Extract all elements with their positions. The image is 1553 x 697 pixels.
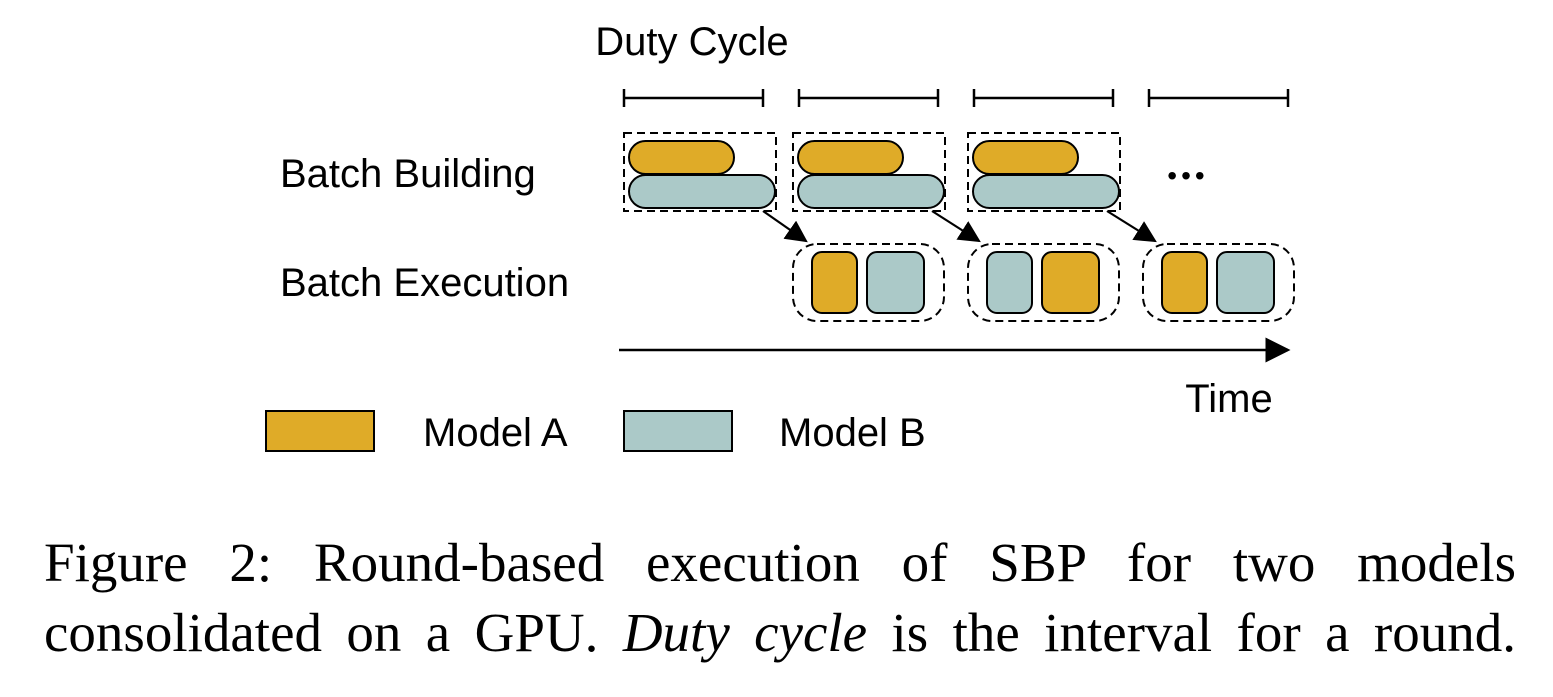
ellipsis: ••• [1167,160,1208,191]
duty-cycle-bracket [797,89,940,107]
figure-caption: Figure 2: Round-based execution of SBP f… [44,528,1516,668]
model-b-execution [1216,251,1275,314]
model-a-execution [1161,251,1208,314]
model-a-queue [797,140,904,175]
legend: Model A Model B [265,410,926,455]
batch-building-round-1 [623,132,777,212]
model-b-execution [866,251,925,314]
legend-model-b-swatch [623,410,733,452]
batch-execution-round-2 [967,243,1120,322]
batch-building-frame [623,132,777,212]
caption-line-2-suffix: is the interval for a round. [867,602,1516,663]
caption-line-1: Figure 2: Round-based execution of SBP f… [44,532,1516,593]
transition-arrow [1106,210,1157,243]
transition-arrow [762,210,808,243]
transition-arrow [931,210,981,243]
model-b-queue [797,174,945,209]
batch-execution-label: Batch Execution [280,261,569,305]
duty-cycle-label: Duty Cycle [595,20,788,64]
legend-model-b-label: Model B [779,411,926,455]
duty-cycle-brackets [622,89,1290,107]
batch-building-label: Batch Building [280,152,536,196]
duty-cycle-bracket [1147,89,1290,107]
model-a-queue [972,140,1079,175]
batch-building-round-2 [792,132,946,212]
batch-building-frame [792,132,946,212]
legend-model-a-swatch [265,410,375,452]
time-label: Time [1185,377,1272,421]
model-a-execution [811,251,858,314]
model-b-queue [972,174,1120,209]
batch-execution-round-1 [792,243,945,322]
caption-emphasis: Duty cycle [622,602,868,663]
batch-building-round-3 [967,132,1121,212]
model-a-queue [628,140,735,175]
batch-execution-round-3 [1142,243,1295,322]
model-a-execution [1041,251,1100,314]
model-b-execution [986,251,1033,314]
model-b-queue [628,174,776,209]
duty-cycle-bracket [972,89,1115,107]
caption-line-2: consolidated on a GPU. Duty cycle is the… [44,598,1516,668]
batch-building-frame [967,132,1121,212]
duty-cycle-bracket [622,89,765,107]
caption-line-2-prefix: consolidated on a GPU. [44,602,623,663]
legend-model-a-label: Model A [423,411,568,455]
transition-arrows [762,210,1157,243]
